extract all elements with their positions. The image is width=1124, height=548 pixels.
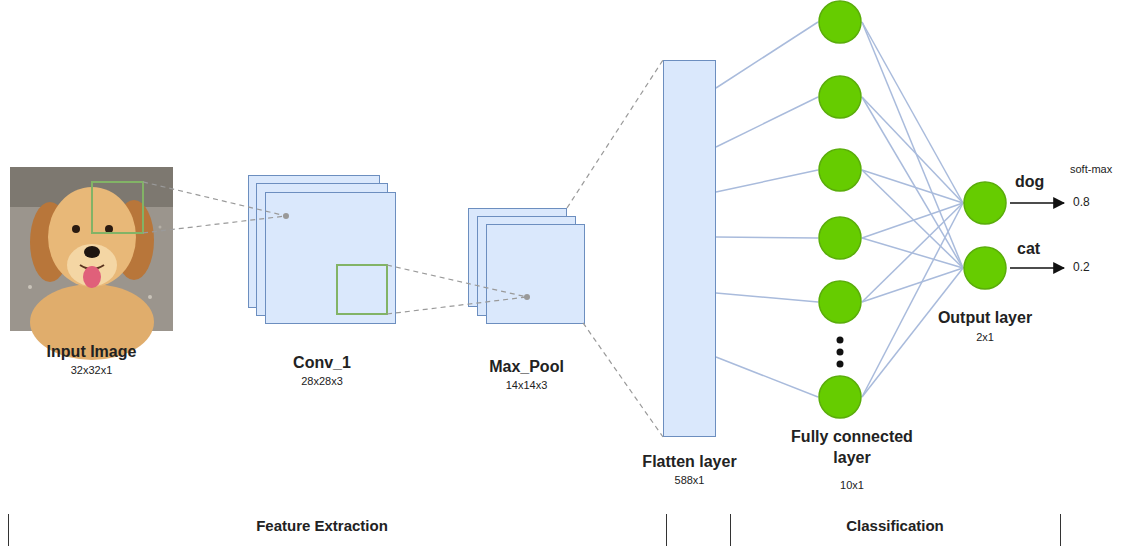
feature-map-stack: Conv_128x28x3: [248, 175, 396, 324]
node-title: Conv_1: [293, 353, 351, 372]
flatten-bar: Flatten layer588x1: [663, 60, 716, 437]
flatten-bar-outline: [663, 60, 716, 437]
activation-name: soft-max: [1070, 162, 1112, 176]
output-arrow: [1010, 202, 1064, 204]
node-title: cat: [1017, 239, 1040, 258]
neuron: [819, 1, 861, 418]
feature-map-stack-outline: [248, 175, 396, 324]
section-title: Classification: [846, 516, 944, 536]
probability: 0.8: [1073, 195, 1090, 211]
section-title: Feature Extraction: [256, 516, 388, 536]
ellipsis-dots: [837, 337, 844, 368]
node-size: 28x28x3: [301, 375, 343, 388]
layer-size: 10x1: [840, 478, 864, 492]
layer-size: 2x1: [976, 330, 994, 344]
feature-map-stack-outline: [468, 208, 585, 324]
output-neuron: cat: [963, 246, 1007, 290]
node-size: 588x1: [675, 474, 705, 487]
node-title: dog: [1015, 172, 1044, 191]
feature-map-stack: Max_Pool14x14x3: [468, 208, 585, 324]
dog-photo: [10, 167, 173, 360]
section-tick: [9, 514, 1061, 546]
node-title: Max_Pool: [489, 357, 564, 376]
layer-name: Output layer: [938, 308, 1032, 329]
dense-connections: [716, 22, 963, 397]
node-size: 32x32x1: [71, 364, 113, 377]
output-arrow: [1010, 267, 1064, 269]
input-image: Input Image32x32x1: [10, 167, 173, 331]
node-title: Input Image: [47, 342, 137, 361]
layer-name: Fully connected layer: [777, 427, 927, 469]
output-neuron-outline: [963, 181, 1007, 225]
node-title: Flatten layer: [642, 452, 736, 471]
probability: 0.2: [1073, 260, 1090, 276]
node-size: 14x14x3: [506, 379, 548, 392]
output-neuron: dog: [963, 181, 1007, 225]
output-neuron-outline: [963, 246, 1007, 290]
